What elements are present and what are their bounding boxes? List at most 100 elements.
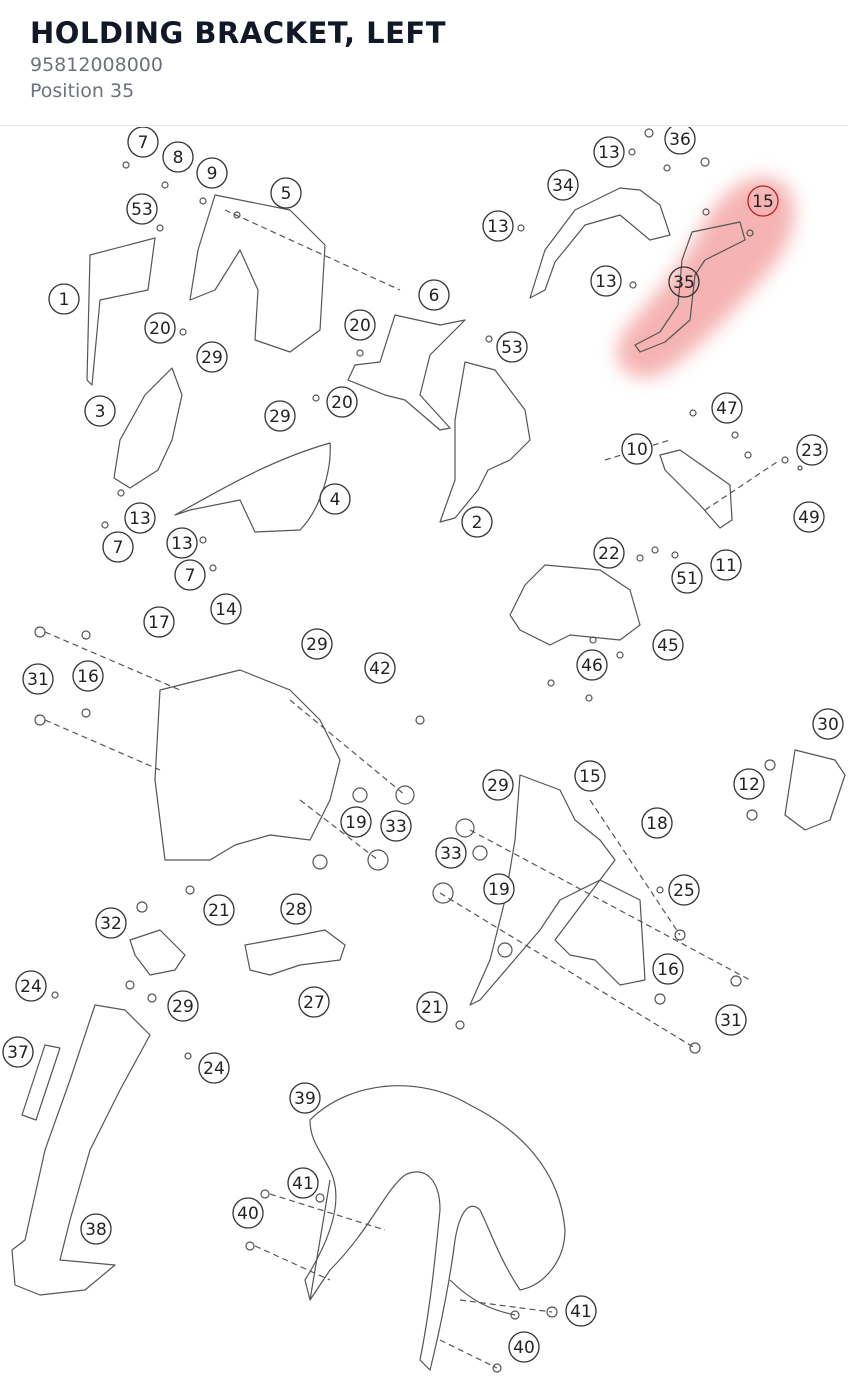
callout-circle	[95, 907, 127, 939]
callout-29[interactable]: 29	[167, 990, 199, 1022]
callout-label: 20	[331, 393, 353, 413]
callout-label: 40	[237, 1204, 259, 1224]
callout-12[interactable]: 12	[733, 768, 765, 800]
callout-27[interactable]: 27	[298, 986, 330, 1018]
callout-7[interactable]: 7	[127, 127, 159, 158]
callout-51[interactable]: 51	[671, 562, 703, 594]
callout-53[interactable]: 53	[126, 193, 158, 225]
callout-13[interactable]: 13	[482, 210, 514, 242]
callout-circle	[162, 141, 194, 173]
callout-20[interactable]: 20	[344, 309, 376, 341]
callout-1[interactable]: 1	[48, 283, 80, 315]
callout-8[interactable]: 8	[162, 141, 194, 173]
callout-circle	[641, 807, 673, 839]
callout-53[interactable]: 53	[496, 331, 528, 363]
callout-49[interactable]: 49	[793, 501, 825, 533]
callout-33[interactable]: 33	[435, 837, 467, 869]
callout-22[interactable]: 22	[593, 537, 625, 569]
callout-31[interactable]: 31	[22, 663, 54, 695]
callout-32[interactable]: 32	[95, 907, 127, 939]
callout-36[interactable]: 36	[664, 127, 696, 155]
callout-21[interactable]: 21	[416, 991, 448, 1023]
callout-28[interactable]: 28	[280, 893, 312, 925]
callout-label: 22	[598, 544, 620, 564]
callout-40[interactable]: 40	[508, 1331, 540, 1363]
callout-38[interactable]: 38	[80, 1213, 112, 1245]
callout-35[interactable]: 35	[668, 266, 700, 298]
callout-13[interactable]: 13	[593, 136, 625, 168]
callout-46[interactable]: 46	[576, 649, 608, 681]
callout-9[interactable]: 9	[196, 157, 228, 189]
callout-circle	[166, 527, 198, 559]
callout-circle	[203, 894, 235, 926]
callout-29[interactable]: 29	[301, 628, 333, 660]
callout-circle	[280, 893, 312, 925]
callout-circle	[196, 341, 228, 373]
callout-19[interactable]: 19	[340, 806, 372, 838]
callout-7[interactable]: 7	[174, 559, 206, 591]
fender-inner-lines	[309, 1179, 516, 1316]
callout-16[interactable]: 16	[652, 953, 684, 985]
callout-circle	[80, 1213, 112, 1245]
callout-label: 18	[646, 814, 668, 834]
callout-29[interactable]: 29	[264, 400, 296, 432]
callout-16[interactable]: 16	[72, 660, 104, 692]
callout-label: 33	[440, 844, 462, 864]
callout-20[interactable]: 20	[144, 312, 176, 344]
callout-41[interactable]: 41	[287, 1167, 319, 1199]
callout-42[interactable]: 42	[364, 652, 396, 684]
callout-5[interactable]: 5	[270, 177, 302, 209]
callout-24[interactable]: 24	[198, 1052, 230, 1084]
callout-20[interactable]: 20	[326, 386, 358, 418]
callout-3[interactable]: 3	[84, 395, 116, 427]
part-14-shape	[154, 669, 341, 861]
callout-label: 10	[626, 440, 648, 460]
callout-15[interactable]: 15	[747, 185, 779, 217]
callout-29[interactable]: 29	[482, 769, 514, 801]
callout-circle	[621, 433, 653, 465]
callout-24[interactable]: 24	[15, 970, 47, 1002]
callout-39[interactable]: 39	[289, 1082, 321, 1114]
callout-13[interactable]: 13	[124, 502, 156, 534]
callout-41[interactable]: 41	[565, 1295, 597, 1327]
callout-label: 23	[801, 441, 823, 461]
callout-6[interactable]: 6	[418, 279, 450, 311]
callout-13[interactable]: 13	[590, 265, 622, 297]
callout-19[interactable]: 19	[483, 873, 515, 905]
callout-label: 11	[715, 556, 737, 576]
callout-15[interactable]: 15	[574, 760, 606, 792]
callout-circle	[344, 309, 376, 341]
callout-29[interactable]: 29	[196, 341, 228, 373]
callout-label: 24	[203, 1059, 225, 1079]
callout-45[interactable]: 45	[652, 629, 684, 661]
callout-14[interactable]: 14	[210, 593, 242, 625]
callout-31[interactable]: 31	[715, 1004, 747, 1036]
callout-47[interactable]: 47	[711, 392, 743, 424]
callout-25[interactable]: 25	[668, 874, 700, 906]
callout-circle	[747, 185, 779, 217]
callout-label: 29	[306, 635, 328, 655]
callout-2[interactable]: 2	[461, 506, 493, 538]
callout-circle	[287, 1167, 319, 1199]
callout-21[interactable]: 21	[203, 894, 235, 926]
callout-circle	[652, 953, 684, 985]
callout-4[interactable]: 4	[319, 483, 351, 515]
callout-11[interactable]: 11	[710, 549, 742, 581]
callout-30[interactable]: 30	[812, 708, 844, 740]
callout-13[interactable]: 13	[166, 527, 198, 559]
callout-40[interactable]: 40	[232, 1197, 264, 1229]
callout-7[interactable]: 7	[102, 531, 134, 563]
callout-34[interactable]: 34	[547, 169, 579, 201]
callout-10[interactable]: 10	[621, 433, 653, 465]
callout-circle	[326, 386, 358, 418]
callout-23[interactable]: 23	[796, 434, 828, 466]
callout-label: 1	[59, 290, 70, 310]
callout-circle	[711, 392, 743, 424]
callout-circle	[84, 395, 116, 427]
callout-circle	[496, 331, 528, 363]
callout-17[interactable]: 17	[143, 606, 175, 638]
part-15-shape	[469, 774, 616, 1006]
callout-33[interactable]: 33	[380, 810, 412, 842]
callout-18[interactable]: 18	[641, 807, 673, 839]
callout-37[interactable]: 37	[2, 1036, 34, 1068]
